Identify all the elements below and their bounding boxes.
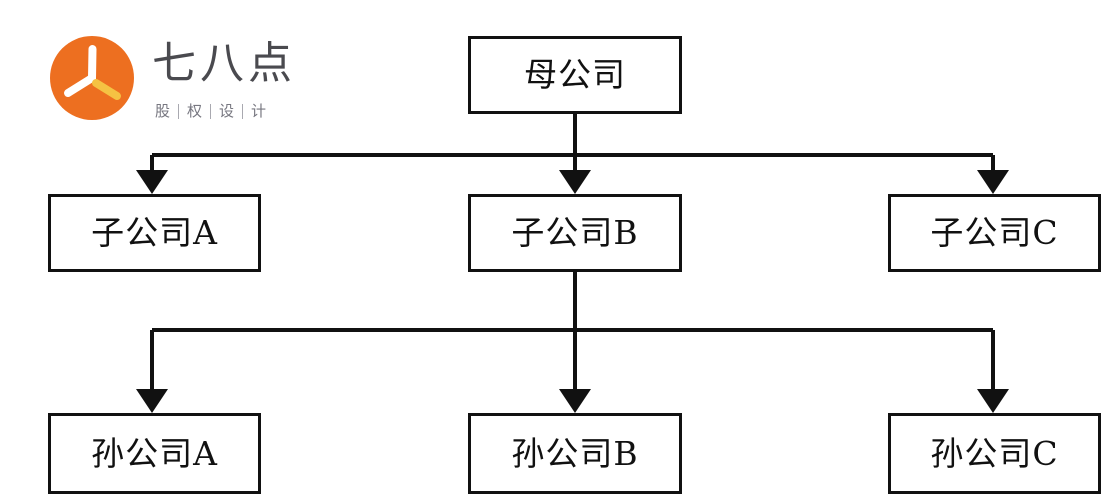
arrowhead-icon bbox=[559, 170, 591, 194]
arrowhead-icon bbox=[136, 170, 168, 194]
node-label: 母公司 bbox=[524, 55, 626, 94]
tagline-char-3: 设 bbox=[219, 102, 235, 120]
brand-wordmark: 七八点 bbox=[152, 38, 296, 89]
node-label: 孙公司C bbox=[930, 433, 1059, 473]
node-label: 孙公司A bbox=[91, 433, 218, 473]
node-label: 子公司A bbox=[91, 213, 218, 252]
node-grand-subsidiary-b[interactable]: 孙公司B bbox=[468, 413, 682, 494]
edge-group-subb-to-grandsubsidiaries bbox=[136, 272, 1009, 413]
node-subsidiary-c[interactable]: 子公司C bbox=[888, 194, 1101, 272]
node-subsidiary-a[interactable]: 子公司A bbox=[48, 194, 261, 272]
node-parent[interactable]: 母公司 bbox=[468, 36, 682, 114]
tagline-char-2: 权 bbox=[187, 102, 203, 120]
tagline-separator-icon bbox=[178, 103, 180, 119]
node-grand-subsidiary-a[interactable]: 孙公司A bbox=[48, 413, 261, 494]
brand-tagline: 股 权 设 计 bbox=[155, 98, 321, 124]
brand-text-group: 七八点 股 权 设 计 bbox=[152, 32, 318, 132]
tagline-separator-icon bbox=[210, 103, 212, 119]
arrowhead-icon bbox=[977, 170, 1009, 194]
tagline-char-1: 股 bbox=[155, 102, 171, 120]
arrowhead-icon bbox=[559, 389, 591, 413]
node-label: 子公司C bbox=[930, 213, 1059, 252]
arrowhead-icon bbox=[136, 389, 168, 413]
clock-icon bbox=[48, 34, 136, 122]
tagline-separator-icon bbox=[242, 103, 244, 119]
node-label: 子公司B bbox=[511, 213, 639, 252]
brand-logo: 七八点 股 权 设 计 bbox=[48, 32, 318, 134]
node-subsidiary-b[interactable]: 子公司B bbox=[468, 194, 682, 272]
tagline-char-4: 计 bbox=[251, 102, 267, 120]
node-grand-subsidiary-c[interactable]: 孙公司C bbox=[888, 413, 1101, 494]
node-label: 孙公司B bbox=[511, 433, 639, 473]
arrowhead-icon bbox=[977, 389, 1009, 413]
